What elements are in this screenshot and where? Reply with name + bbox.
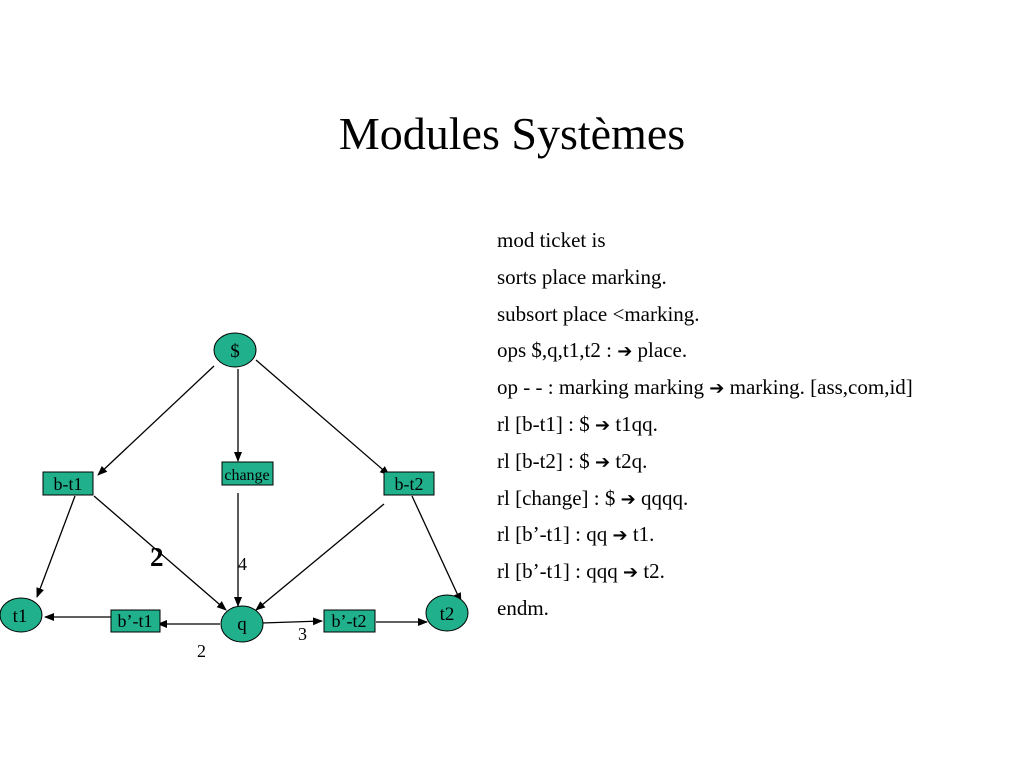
code-text: t2q. [610,448,648,473]
code-text: sorts place marking. [497,264,667,289]
code-line: mod ticket is [497,222,913,259]
transition-b-prime-t2-label: b’-t2 [332,611,367,631]
code-text: rl [b-t1] : $ [497,411,595,436]
arc-b-t1-to-t1 [36,495,76,598]
code-text: rl [b’-t1] : qqq [497,559,623,584]
code-line: op - - : marking marking ➔ marking. [ass… [497,369,913,406]
transition-b-prime-t1 [110,609,161,633]
code-line: sorts place marking. [497,259,913,296]
right-arrow-icon: ➔ [620,488,636,510]
place-t1 [0,597,43,633]
arc-dollar-to-b-t1 [97,365,215,476]
place-q-label: q [237,614,247,635]
code-line: rl [b’-t1] : qqq ➔ t2. [497,553,913,590]
weight-change-to-q: 4 [238,554,247,574]
arc-b-t1-to-q [93,495,227,611]
code-text: marking. [ass,com,id] [724,375,913,400]
code-text: rl [b’-t1] : qq [497,522,613,547]
code-text: qqqq. [635,485,689,510]
code-text: subsort place <marking. [497,301,700,326]
code-line: rl [change] : $ ➔ qqqq. [497,480,913,517]
place-dollar-label: $ [230,341,240,362]
place-t2 [425,594,469,632]
code-line: rl [b-t1] : $ ➔ t1qq. [497,406,913,443]
arc-b-t2-to-t2 [411,495,462,603]
weight-q-to-b-prime-t1: 2 [197,641,206,661]
code-listing: mod ticket is sorts place marking. subso… [497,222,913,627]
right-arrow-icon: ➔ [617,341,633,363]
arc-dollar-to-b-t2 [255,359,390,476]
transition-change [221,461,274,486]
transition-b-t2-label: b-t2 [395,474,424,494]
code-text: op - - : marking marking [497,375,710,400]
arc-b-t2-to-q [255,503,385,611]
arc-q-to-b-prime-t2 [261,617,323,626]
place-dollar [213,332,257,368]
right-arrow-icon: ➔ [594,451,611,473]
right-arrow-icon: ➔ [612,525,628,547]
code-line: endm. [497,590,913,627]
transition-b-t1 [42,471,94,496]
right-arrow-icon: ➔ [709,378,725,400]
right-arrow-icon: ➔ [622,562,639,584]
code-text: ops $,q,t1,t2 : [497,338,618,363]
place-q [220,605,264,643]
place-t1-label: t1 [13,606,28,627]
code-text: mod ticket is [497,228,606,252]
transition-b-prime-t1-label: b’-t1 [118,611,153,631]
weight-b-t1-to-q: 2 [150,542,164,572]
code-text: place. [632,338,688,363]
code-line: rl [b-t2] : $ ➔ t2q. [497,443,913,480]
code-line: subsort place <marking. [497,296,913,333]
code-text: t1. [627,522,655,547]
code-text: t2. [638,559,665,584]
code-line: ops $,q,t1,t2 : ➔ place. [497,332,913,369]
right-arrow-icon: ➔ [594,414,611,436]
transition-b-prime-t2 [323,609,376,633]
code-text: rl [b-t2] : $ [497,448,595,473]
transition-b-t1-label: b-t1 [54,474,83,494]
code-text: t1qq. [610,411,658,436]
code-line: rl [b’-t1] : qq ➔ t1. [497,516,913,553]
weight-q-to-b-prime-t2: 3 [298,624,307,644]
transition-b-t2 [383,471,435,496]
code-text: endm. [497,595,549,620]
code-text: rl [change] : $ [497,485,621,510]
transition-change-label: change [224,467,269,484]
slide-title: Modules Systèmes [338,108,686,159]
place-t2-label: t2 [440,604,455,625]
